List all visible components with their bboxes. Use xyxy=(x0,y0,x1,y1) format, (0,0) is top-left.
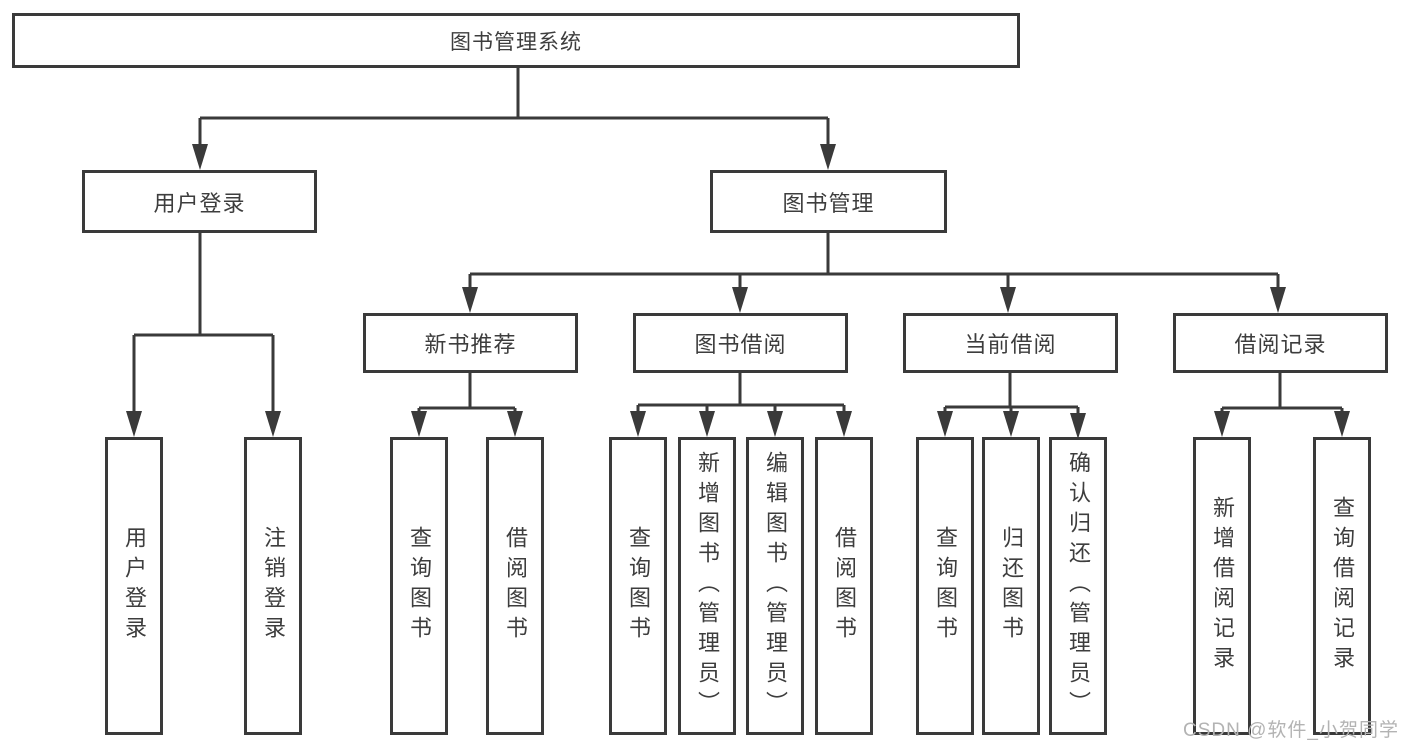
node-leaf-logout: 注销登录 xyxy=(244,437,302,735)
node-book-management: 图书管理 xyxy=(710,170,947,233)
connector-records-to-leaves xyxy=(1214,373,1350,437)
connector-recommend-to-leaves xyxy=(411,373,523,437)
node-user-login: 用户登录 xyxy=(82,170,317,233)
node-leaf-borrow-books-recommend: 借阅图书 xyxy=(486,437,544,735)
node-leaf-query-books-current: 查询图书 xyxy=(916,437,974,735)
node-leaf-add-borrow-record: 新增借阅记录 xyxy=(1193,437,1251,735)
node-leaf-query-borrow-record: 查询借阅记录 xyxy=(1313,437,1371,735)
node-new-book-recommend: 新书推荐 xyxy=(363,313,578,373)
node-leaf-add-book-admin: 新增图书（管理员） xyxy=(678,437,736,735)
node-leaf-query-books-borrow: 查询图书 xyxy=(609,437,667,735)
node-leaf-confirm-return-admin: 确认归还（管理员） xyxy=(1049,437,1107,735)
node-leaf-edit-book-admin: 编辑图书（管理员） xyxy=(746,437,804,735)
connector-current-to-leaves xyxy=(937,373,1086,439)
node-current-borrow: 当前借阅 xyxy=(903,313,1118,373)
node-leaf-return-book: 归还图书 xyxy=(982,437,1040,735)
node-root-system: 图书管理系统 xyxy=(12,13,1020,68)
connector-borrow-to-leaves xyxy=(630,373,852,437)
csdn-watermark: CSDN @软件_小贺同学 xyxy=(1183,720,1399,741)
node-book-borrow: 图书借阅 xyxy=(633,313,848,373)
node-leaf-query-books-recommend: 查询图书 xyxy=(390,437,448,735)
connector-root-to-level2 xyxy=(192,68,836,170)
connector-manage-to-level3 xyxy=(462,233,1286,313)
connector-login-to-leaves xyxy=(126,233,281,437)
node-leaf-borrow-books: 借阅图书 xyxy=(815,437,873,735)
node-borrow-records: 借阅记录 xyxy=(1173,313,1388,373)
node-leaf-user-login: 用户登录 xyxy=(105,437,163,735)
